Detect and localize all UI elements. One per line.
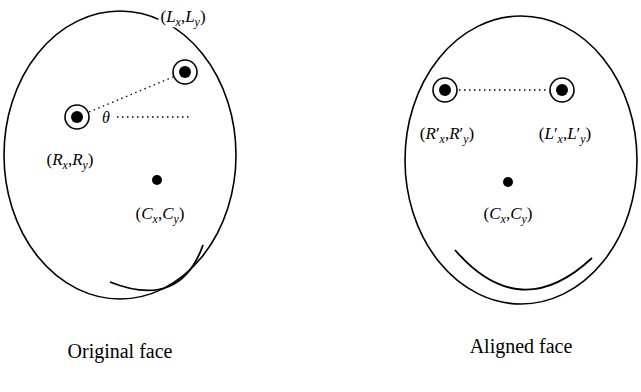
glyph: ′ xyxy=(436,124,440,143)
face-shape xyxy=(404,15,638,305)
glyph: ( xyxy=(47,150,53,169)
face-caption: Aligned face xyxy=(470,335,573,357)
right-eye xyxy=(433,78,457,102)
face-outline: Aligned face xyxy=(404,15,638,305)
label-holder: (R′x,R′y) xyxy=(418,124,476,144)
glyph: ( xyxy=(484,204,490,223)
center-dot xyxy=(152,175,162,185)
pupil xyxy=(439,84,451,96)
glyph: ) xyxy=(527,204,533,223)
coordinate-label: (Cx,Cy) xyxy=(134,204,187,224)
face-ellipse xyxy=(4,11,236,299)
face-ellipse xyxy=(405,16,637,304)
glyph: ( xyxy=(539,124,545,143)
mouth xyxy=(455,250,592,290)
glyph: y xyxy=(580,132,585,146)
label-holder: (Lx,Ly) xyxy=(158,7,207,27)
coordinate-label: (Rx,Ry) xyxy=(45,150,96,170)
label-holder: θ xyxy=(100,109,112,127)
left-eye xyxy=(173,60,197,84)
glyph: R xyxy=(52,150,62,169)
glyph: y xyxy=(521,212,526,226)
coordinate-label: (R′x,R′y) xyxy=(418,124,476,144)
glyph: x xyxy=(558,132,563,146)
glyph: , xyxy=(181,7,185,26)
glyph: θ xyxy=(102,109,110,126)
mouth xyxy=(110,245,203,290)
glyph: x xyxy=(153,212,158,226)
right-eye xyxy=(65,105,89,129)
coordinate-label: (Lx,Ly) xyxy=(158,7,207,27)
glyph: ′ xyxy=(577,124,581,143)
glyph: L xyxy=(166,7,175,26)
glyph: , xyxy=(445,124,449,143)
glyph: L xyxy=(185,7,194,26)
label-holder: (L′x,L′y) xyxy=(537,124,594,144)
coordinate-label: (Cx,Cy) xyxy=(482,204,535,224)
glyph: C xyxy=(141,204,152,223)
glyph: C xyxy=(162,204,173,223)
glyph: ′ xyxy=(554,124,558,143)
glyph: , xyxy=(563,124,567,143)
center-dot xyxy=(503,177,513,187)
pupil xyxy=(179,66,191,78)
glyph: y xyxy=(83,158,88,172)
glyph: ) xyxy=(469,124,475,143)
coordinate-label: (L′x,L′y) xyxy=(537,124,594,144)
glyph: y xyxy=(463,132,468,146)
label-holder: (Cx,Cy) xyxy=(482,204,535,224)
glyph: ( xyxy=(420,124,426,143)
horizontal-reference xyxy=(117,116,192,117)
face-outline: Original face xyxy=(3,10,237,300)
face-shape xyxy=(3,10,237,300)
glyph: ) xyxy=(88,150,94,169)
label-holder: (Rx,Ry) xyxy=(45,150,96,170)
glyph: ( xyxy=(160,7,166,26)
glyph: ′ xyxy=(460,124,464,143)
glyph: ) xyxy=(200,7,206,26)
eye-line xyxy=(459,89,548,90)
left-eye xyxy=(550,78,574,102)
pupil xyxy=(71,111,83,123)
glyph: C xyxy=(489,204,500,223)
glyph: , xyxy=(158,204,162,223)
glyph: ) xyxy=(179,204,185,223)
glyph: R xyxy=(425,124,435,143)
glyph: y xyxy=(195,15,200,29)
glyph: ( xyxy=(136,204,142,223)
glyph: , xyxy=(68,150,72,169)
glyph: x xyxy=(63,158,68,172)
glyph: x xyxy=(440,132,445,146)
angle-label: θ xyxy=(100,109,112,127)
glyph: x xyxy=(501,212,506,226)
glyph: L xyxy=(544,124,553,143)
face-caption: Original face xyxy=(68,340,173,362)
glyph: C xyxy=(510,204,521,223)
glyph: ) xyxy=(586,124,592,143)
glyph: y xyxy=(173,212,178,226)
glyph: x xyxy=(176,15,181,29)
label-holder: (Cx,Cy) xyxy=(134,204,187,224)
glyph: , xyxy=(506,204,510,223)
pupil xyxy=(556,84,568,96)
glyph: L xyxy=(567,124,576,143)
eye-line xyxy=(89,77,173,112)
glyph: R xyxy=(72,150,82,169)
glyph: R xyxy=(449,124,459,143)
